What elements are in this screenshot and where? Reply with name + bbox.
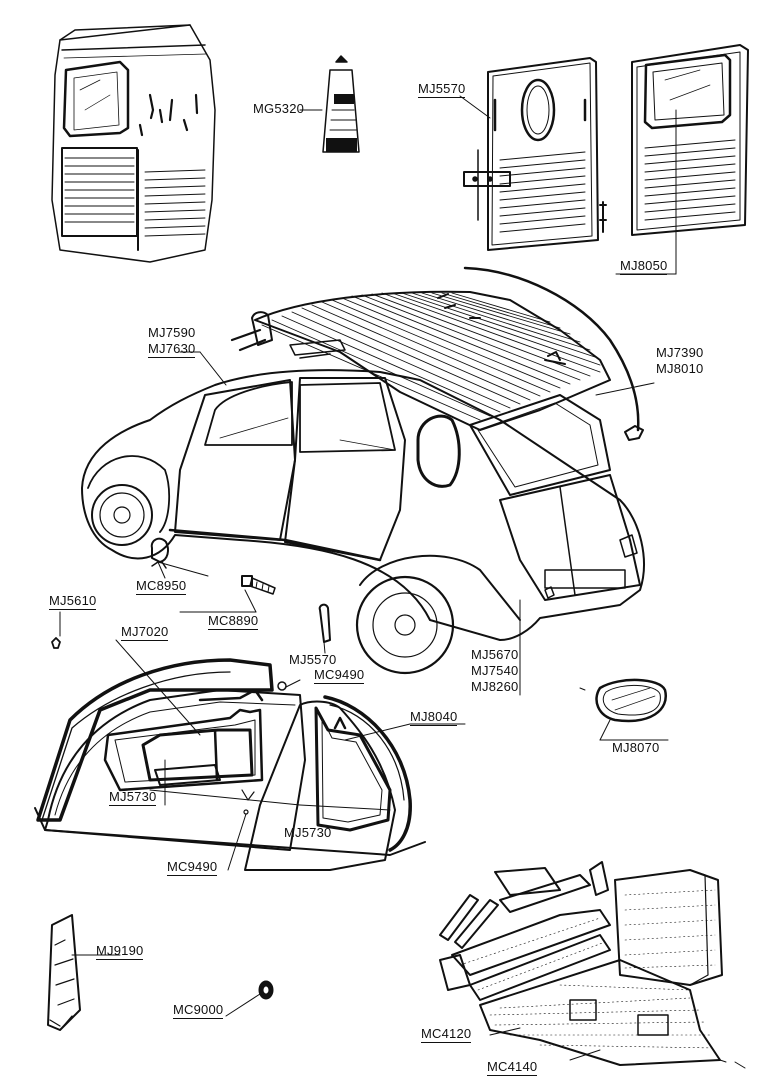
label-mj8050: MJ8050 bbox=[620, 258, 668, 275]
label-mj5570-top: MJ5570 bbox=[418, 81, 466, 98]
label-mj5570-mid: MJ5570 bbox=[289, 652, 337, 667]
label-mj8070: MJ8070 bbox=[612, 740, 660, 755]
label-mg5320: MG5320 bbox=[253, 101, 305, 116]
grommet-mc9000 bbox=[258, 980, 274, 1000]
label-mc4120: MC4120 bbox=[421, 1026, 472, 1043]
label-mc8890: MC8890 bbox=[208, 613, 259, 630]
rear-door-square-window bbox=[599, 44, 749, 236]
label-mj7540: MJ7540 bbox=[471, 663, 519, 678]
seal-mj5570-piece bbox=[318, 603, 331, 643]
carpet-set bbox=[439, 861, 746, 1069]
canvas-roof bbox=[230, 290, 611, 431]
car-body bbox=[81, 369, 645, 675]
label-mj7590: MJ7590 bbox=[148, 325, 196, 340]
label-mj8260: MJ8260 bbox=[471, 679, 519, 694]
label-mj8040: MJ8040 bbox=[410, 709, 458, 726]
label-mj9190: MJ9190 bbox=[96, 943, 144, 960]
sealant-tube-mg5320 bbox=[322, 55, 360, 153]
label-mj5610: MJ5610 bbox=[49, 593, 97, 610]
leader-lines bbox=[59, 95, 677, 1061]
label-mc9490-top: MC9490 bbox=[314, 667, 365, 684]
label-mc4140: MC4140 bbox=[487, 1059, 538, 1076]
roof-trim-strip bbox=[463, 266, 640, 432]
door-seal-assembly bbox=[34, 658, 426, 871]
rear-quarter-panel bbox=[51, 24, 216, 263]
label-mj5670: MJ5670 bbox=[471, 647, 519, 662]
label-mj8010: MJ8010 bbox=[656, 361, 704, 376]
clip-mc8950 bbox=[150, 537, 169, 563]
oval-window-mj8070 bbox=[595, 678, 667, 723]
rear-door-oval-window bbox=[463, 57, 599, 251]
label-mc8950: MC8950 bbox=[136, 578, 187, 595]
label-mc9490-bottom: MC9490 bbox=[167, 859, 218, 876]
label-mj7020: MJ7020 bbox=[121, 624, 169, 641]
label-mj7390: MJ7390 bbox=[656, 345, 704, 360]
label-mj7630: MJ7630 bbox=[148, 341, 196, 358]
clip-mj5610 bbox=[51, 637, 61, 649]
louvre-slats bbox=[64, 157, 135, 223]
label-mj5730-left: MJ5730 bbox=[109, 789, 157, 806]
bolt-mc8890 bbox=[241, 575, 276, 595]
label-mc9000: MC9000 bbox=[173, 1002, 224, 1019]
label-mj5730-door: MJ5730 bbox=[284, 825, 332, 840]
foam-strip-mj9190 bbox=[47, 914, 81, 1031]
